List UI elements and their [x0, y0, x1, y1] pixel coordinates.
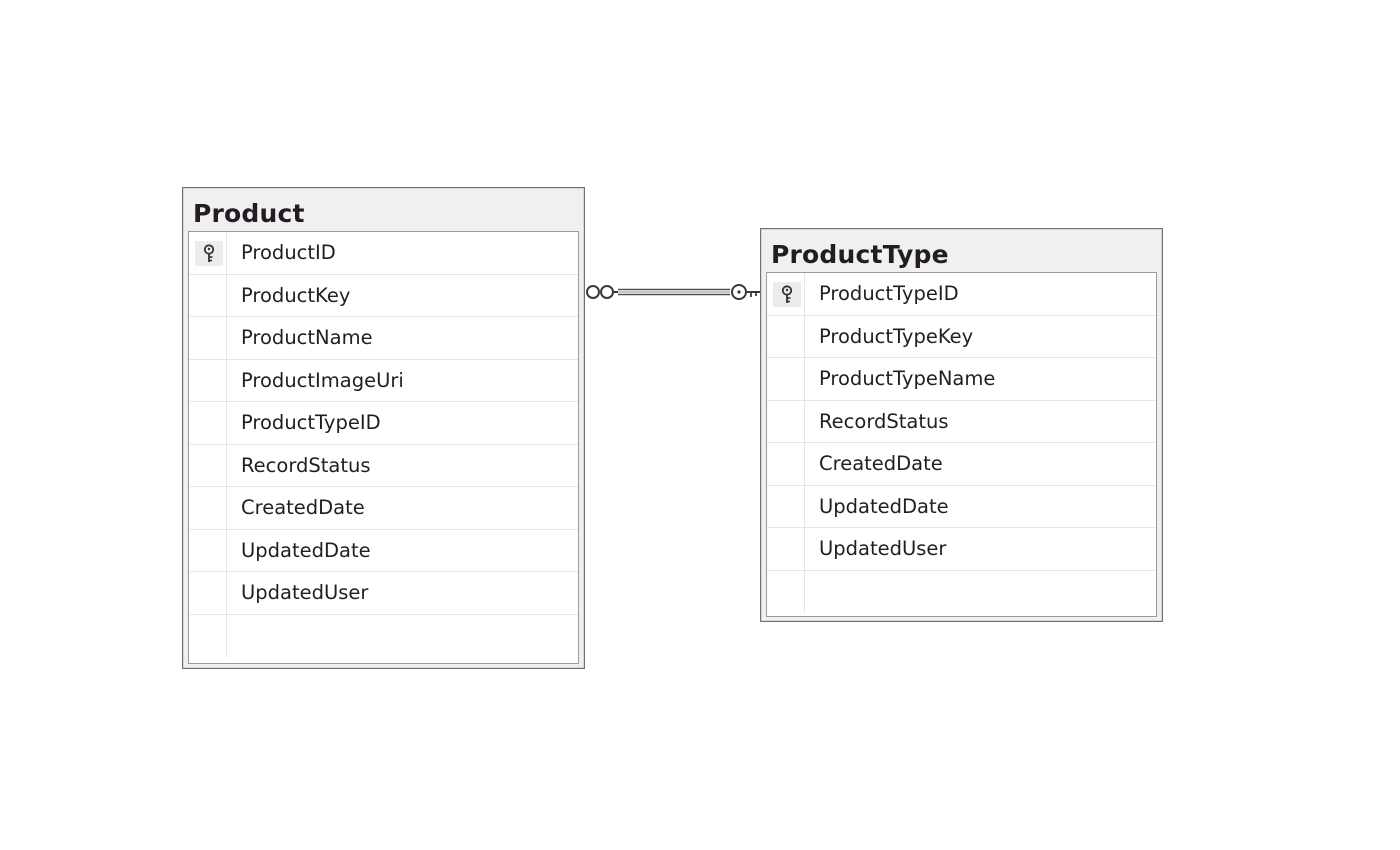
table-title-product[interactable]: Product	[193, 199, 305, 228]
column-name: ProductTypeID	[241, 411, 381, 434]
column-row-updateduser[interactable]: UpdatedUser	[767, 528, 1156, 571]
column-name: RecordStatus	[241, 453, 371, 477]
column-row-producttypename[interactable]: ProductTypeName	[767, 358, 1156, 401]
table-title-producttype[interactable]: ProductType	[771, 240, 949, 269]
row-selector[interactable]	[767, 315, 805, 357]
producttype-columns: ProductTypeID ProductTypeKey ProductType…	[766, 272, 1157, 617]
column-name: CreatedDate	[819, 452, 943, 475]
column-row-recordstatus[interactable]: RecordStatus	[767, 400, 1156, 443]
row-selector[interactable]	[767, 273, 805, 315]
column-name: ProductID	[241, 241, 336, 264]
column-row-updateddate[interactable]: UpdatedDate	[189, 529, 578, 572]
column-row-updateddate[interactable]: UpdatedDate	[767, 485, 1156, 528]
row-selector[interactable]	[767, 400, 805, 442]
producttype-table[interactable]: ProductType ProductTypeID ProductTypeKey	[760, 228, 1163, 622]
many-end-icon	[586, 285, 619, 299]
row-selector[interactable]	[189, 317, 227, 359]
row-selector[interactable]	[767, 570, 805, 613]
column-row-producttypeid[interactable]: ProductTypeID	[767, 273, 1156, 316]
column-row-productid[interactable]: ProductID	[189, 232, 578, 275]
row-selector[interactable]	[189, 402, 227, 444]
row-selector[interactable]	[189, 232, 227, 274]
column-name: ProductImageUri	[241, 368, 404, 392]
row-selector[interactable]	[189, 529, 227, 571]
column-name: UpdatedDate	[241, 538, 371, 562]
primary-key-cell	[773, 282, 801, 307]
column-name: ProductKey	[241, 283, 351, 307]
column-row-productimageuri[interactable]: ProductImageUri	[189, 359, 578, 402]
row-selector[interactable]	[189, 444, 227, 486]
row-selector[interactable]	[767, 358, 805, 400]
row-selector[interactable]	[189, 359, 227, 401]
column-row-createddate[interactable]: CreatedDate	[189, 487, 578, 530]
column-name: UpdatedDate	[819, 494, 949, 518]
row-selector[interactable]	[189, 274, 227, 316]
primary-key-icon	[781, 285, 793, 303]
column-row-createddate[interactable]: CreatedDate	[767, 443, 1156, 486]
column-name: UpdatedUser	[241, 581, 369, 604]
row-selector[interactable]	[767, 485, 805, 527]
column-name: ProductName	[241, 326, 373, 349]
column-row-productname[interactable]: ProductName	[189, 317, 578, 360]
column-name: CreatedDate	[241, 496, 365, 519]
column-name: ProductTypeName	[819, 367, 996, 390]
row-selector[interactable]	[767, 528, 805, 570]
new-column-row[interactable]	[767, 570, 1156, 613]
row-selector[interactable]	[189, 572, 227, 614]
column-row-productkey[interactable]: ProductKey	[189, 274, 578, 317]
column-name: ProductTypeKey	[819, 324, 974, 348]
column-name: UpdatedUser	[819, 537, 947, 560]
product-columns: ProductID ProductKey ProductName Product…	[188, 231, 579, 664]
row-selector[interactable]	[189, 614, 227, 657]
relationship-line[interactable]	[618, 288, 730, 296]
one-end-key-icon	[731, 284, 760, 300]
column-name: ProductTypeID	[819, 282, 959, 305]
column-row-producttypekey[interactable]: ProductTypeKey	[767, 315, 1156, 358]
column-row-updateduser[interactable]: UpdatedUser	[189, 572, 578, 615]
column-name: RecordStatus	[819, 409, 949, 433]
row-selector[interactable]	[767, 443, 805, 485]
row-selector[interactable]	[189, 487, 227, 529]
column-row-producttypeid[interactable]: ProductTypeID	[189, 402, 578, 445]
product-table[interactable]: Product ProductID ProductKey	[182, 187, 585, 669]
column-row-recordstatus[interactable]: RecordStatus	[189, 444, 578, 487]
primary-key-icon	[203, 244, 215, 262]
new-column-row[interactable]	[189, 614, 578, 657]
primary-key-cell	[195, 241, 223, 266]
